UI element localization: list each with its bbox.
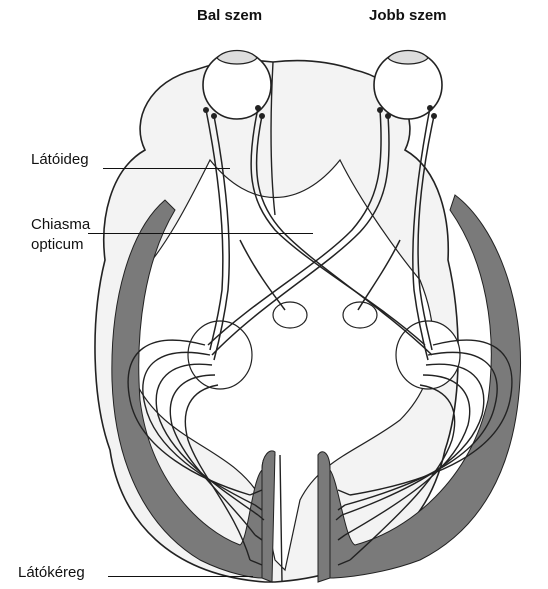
leader-chiasma (88, 233, 313, 234)
cortex-occipital-right (318, 452, 330, 582)
leader-visual-cortex (108, 576, 253, 577)
label-visual-cortex: Látókéreg (18, 564, 85, 582)
lgn-left (188, 321, 252, 389)
label-left-eye: Bal szem (197, 7, 262, 25)
label-right-eye: Jobb szem (369, 7, 447, 25)
left-eye-lens (217, 51, 257, 65)
label-chiasma-line2: opticum (31, 236, 84, 254)
colliculus-left (273, 302, 307, 328)
label-chiasma-line1: Chiasma (31, 216, 90, 234)
label-optic-nerve: Látóideg (31, 151, 89, 169)
right-eye-lens (388, 51, 428, 65)
leader-optic-nerve (103, 168, 230, 169)
